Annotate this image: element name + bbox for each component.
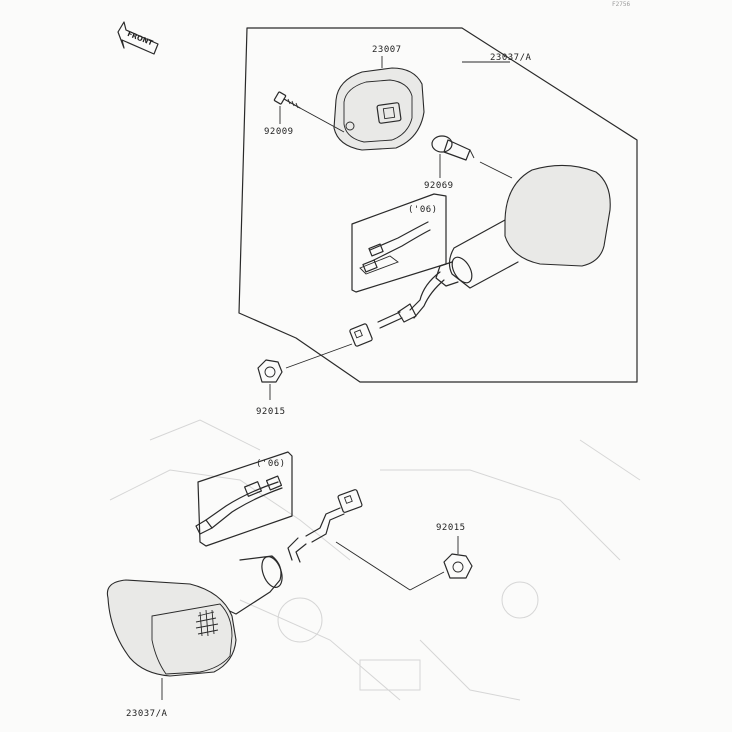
upper-year-note: ('06) (408, 205, 438, 215)
front-arrow-label: FRONT (126, 30, 154, 48)
background-ghost-drawing (109, 419, 641, 701)
label-bulb: 92069 (424, 181, 454, 191)
label-assembly-upper: 23037/A (490, 53, 532, 63)
label-nut-lower: 92015 (436, 523, 466, 533)
upper-wire-harness (349, 271, 445, 347)
upper-lens-housing (435, 164, 611, 289)
nut-lower-92015 (443, 536, 473, 579)
lower-year-note-box (195, 451, 293, 547)
lower-year-note: ('06) (256, 459, 286, 469)
screw-92009 (273, 91, 301, 109)
front-direction-arrow: FRONT (117, 21, 159, 55)
label-nut-upper: 92015 (256, 407, 286, 417)
lower-wire-harness (287, 489, 363, 563)
lens-grid-pattern (195, 609, 219, 637)
nut-upper-92015 (257, 359, 283, 400)
leader-connector-to-nut (285, 343, 353, 369)
label-screw: 92009 (264, 127, 294, 137)
label-assembly-lower: 23037/A (126, 709, 168, 719)
leader-lower-nut (409, 571, 445, 591)
leader-bulb-to-lens (479, 161, 513, 179)
bulb-92069 (431, 135, 475, 161)
upper-year-note-box (351, 193, 447, 293)
leader-lower-connector-to-nut (335, 541, 411, 591)
label-lamp-body: 23007 (372, 45, 402, 55)
upper-assembly-boundary (238, 27, 638, 383)
lamp-body-23007 (333, 67, 425, 151)
lower-lens-housing (106, 555, 283, 677)
leader-screw-to-body (299, 107, 345, 133)
corner-code: F2756 (612, 1, 630, 8)
